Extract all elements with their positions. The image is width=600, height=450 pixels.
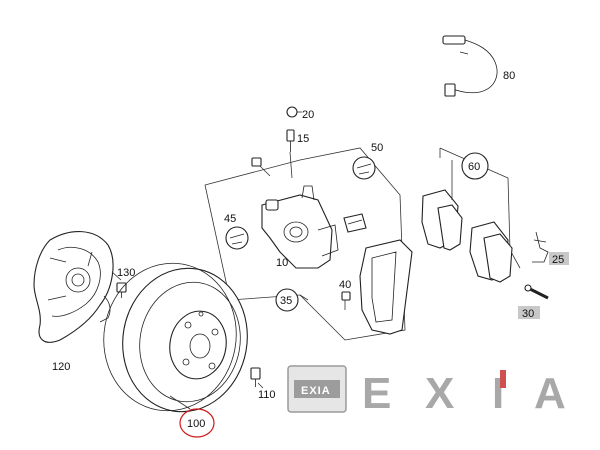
part-label-120: 120: [52, 361, 70, 373]
part-label-100: 100: [187, 418, 205, 430]
bleeder-screw: [286, 129, 295, 179]
callout-100-highlight: [169, 395, 215, 438]
guide-bolt: [343, 213, 367, 233]
part-label-20: 20: [302, 109, 314, 121]
brake-pads: [421, 147, 521, 283]
caliper-group-frame: [204, 147, 406, 341]
part-label-40: 40: [339, 279, 351, 291]
part-label-30: 30: [522, 308, 534, 320]
part-label-50: 50: [371, 142, 383, 154]
callout-60: [461, 152, 489, 180]
watermark-letter-x: X: [425, 369, 454, 418]
guide-pin: [524, 284, 549, 300]
part-label-35: 35: [280, 295, 292, 307]
watermark-letter-a: A: [534, 369, 566, 418]
label-box-30: [518, 306, 540, 319]
watermark-letter-e: E: [362, 369, 391, 418]
callout-50: [352, 156, 376, 180]
callout-35: [275, 288, 299, 312]
part-label-10: 10: [276, 257, 288, 269]
part-label-80: 80: [503, 70, 515, 82]
part-label-110: 110: [258, 389, 276, 401]
dust-shield: [33, 231, 114, 343]
part-label-25: 25: [552, 254, 564, 266]
brake-caliper: [251, 157, 339, 269]
brake-disc: [103, 262, 248, 413]
part-label-60: 60: [468, 161, 480, 173]
part-label-45: 45: [224, 213, 236, 225]
bolt-130: [111, 271, 127, 298]
label-box-25: [549, 252, 569, 265]
watermark-badge-text: EXIA: [301, 385, 331, 397]
callout-45: [225, 226, 249, 250]
anti-rattle-spring: [532, 231, 549, 263]
bleeder-cap: [286, 106, 302, 118]
part-label-130: 130: [117, 267, 135, 279]
caliper-bracket: [341, 239, 413, 335]
bolt-110: [250, 367, 264, 389]
part-label-15: 15: [297, 133, 309, 145]
wear-sensor: [442, 35, 498, 97]
watermark: EXIA E X I A: [287, 365, 566, 418]
